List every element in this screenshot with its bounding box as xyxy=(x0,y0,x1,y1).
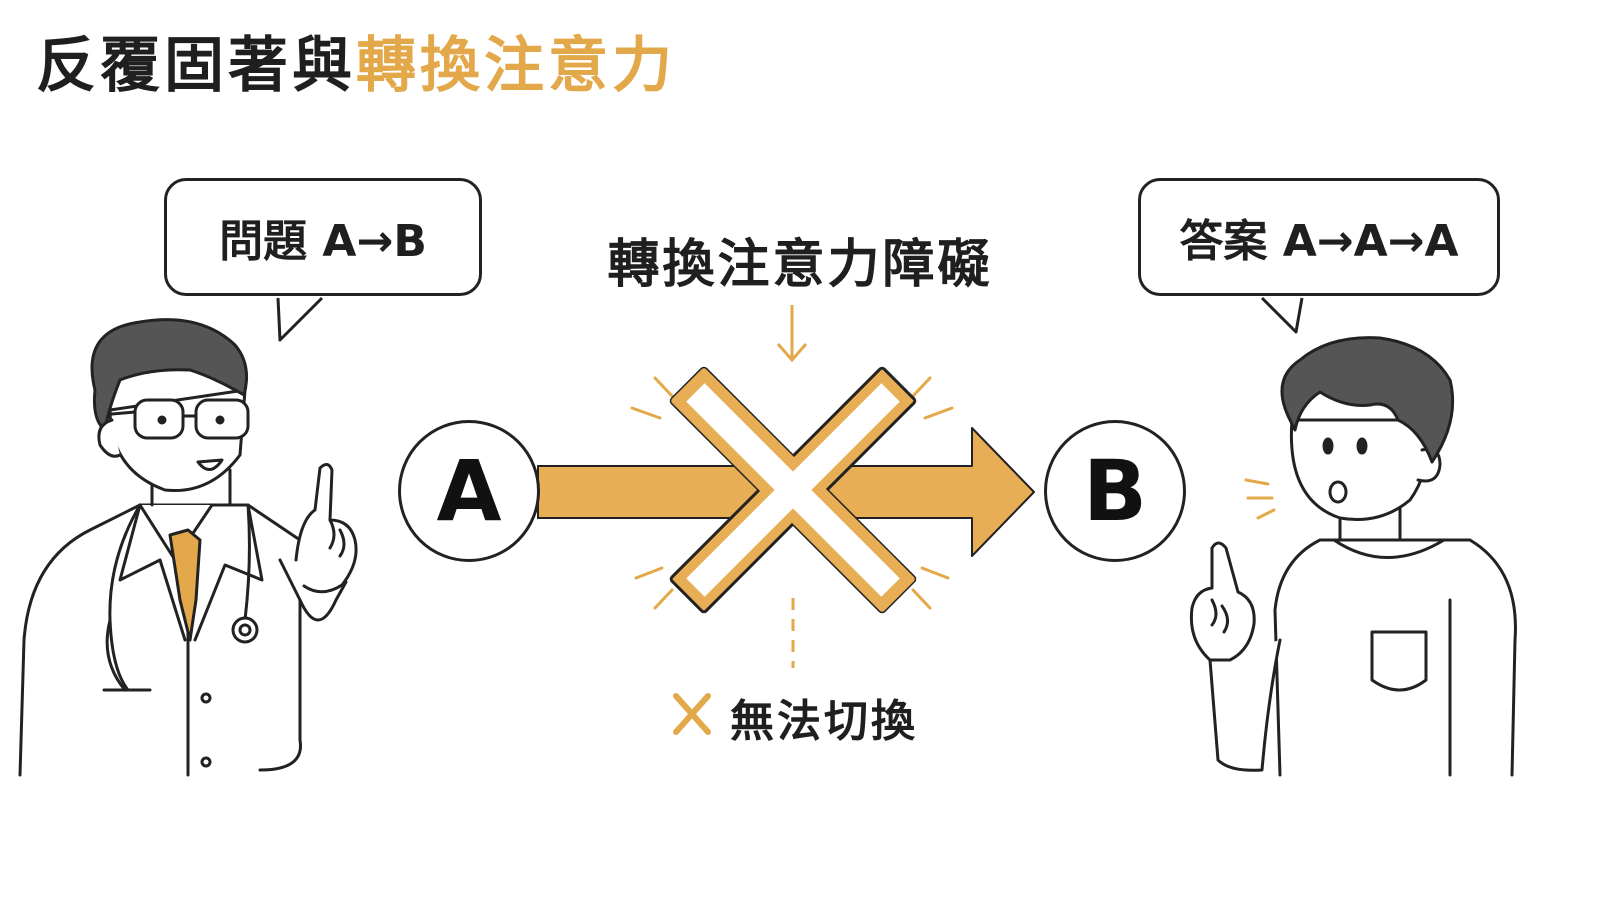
title-part-1: 反覆固著與 xyxy=(36,31,356,101)
page-title: 反覆固著與轉換注意力 xyxy=(36,26,676,106)
small-cross-icon xyxy=(673,693,711,735)
burst-lines xyxy=(630,376,954,610)
patient-figure xyxy=(1189,336,1517,777)
down-arrow-icon xyxy=(776,305,808,363)
title-part-2: 轉換注意力 xyxy=(356,31,676,101)
doctor-bubble-text: 問題 A→B xyxy=(219,216,427,267)
end-node-label: B xyxy=(1082,442,1148,540)
doctor-figure xyxy=(18,318,358,777)
doctor-bubble-tail xyxy=(276,296,324,342)
failure-label: 無法切換 xyxy=(730,696,918,747)
cross-icon xyxy=(669,366,917,614)
start-node-label: A xyxy=(436,442,502,540)
patient-bubble-text: 答案 A→A→A xyxy=(1179,216,1459,267)
patient-speech-bubble: 答案 A→A→A xyxy=(1138,178,1500,296)
doctor-speech-bubble: 問題 A→B xyxy=(164,178,482,296)
start-node: A xyxy=(398,420,540,562)
transition-arrow xyxy=(537,427,1035,557)
end-node: B xyxy=(1044,420,1186,562)
barrier-label: 轉換注意力障礙 xyxy=(607,235,993,295)
patient-bubble-tail xyxy=(1260,296,1304,334)
